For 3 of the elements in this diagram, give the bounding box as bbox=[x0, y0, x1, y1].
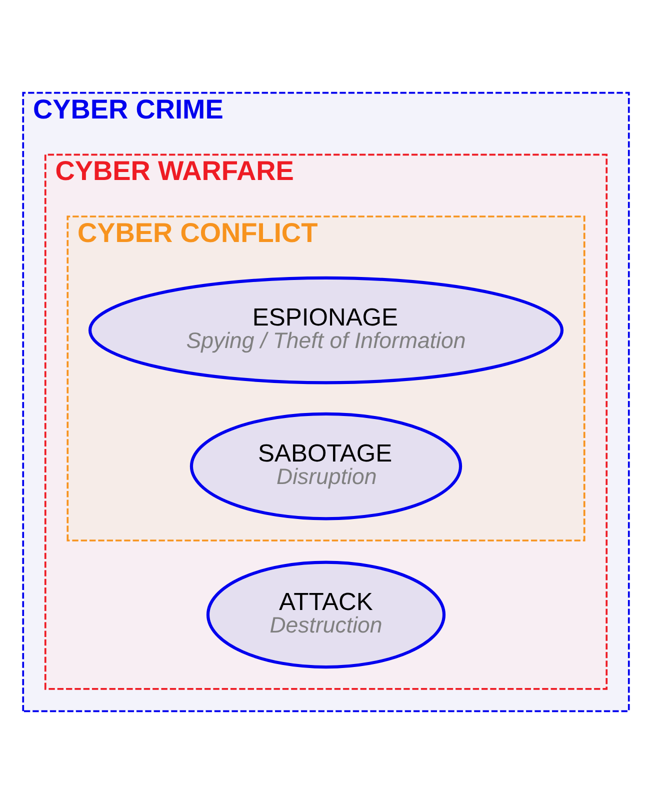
node-ellipse: ATTACK Destruction bbox=[206, 560, 446, 669]
node-ellipse: SABOTAGE Disruption bbox=[190, 412, 462, 520]
node-ellipse: ESPIONAGE Spying / Theft of Information bbox=[88, 276, 564, 384]
